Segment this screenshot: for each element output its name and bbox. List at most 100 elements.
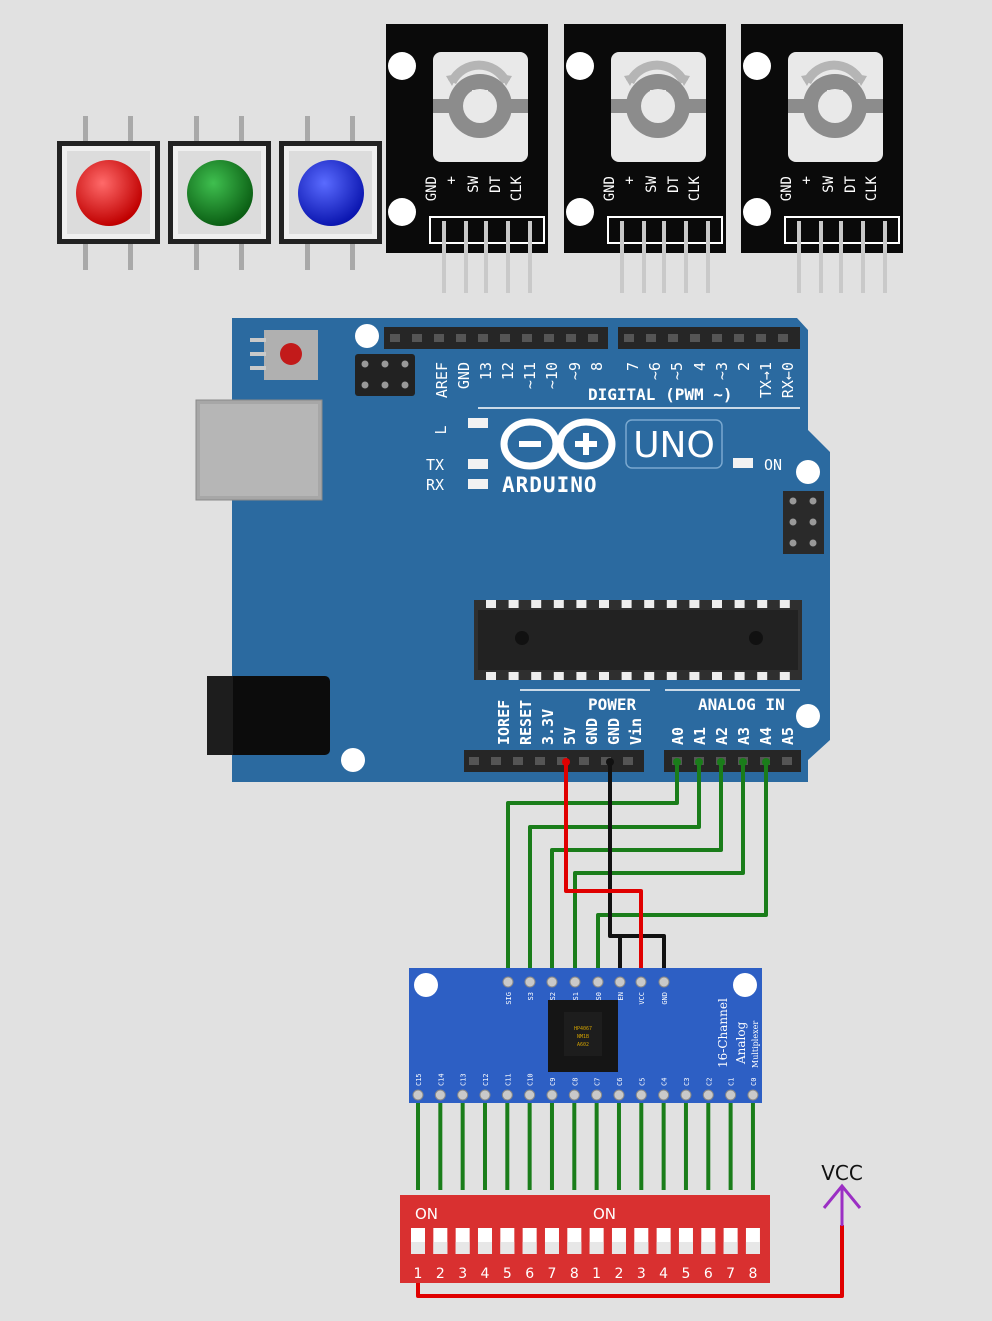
- dip-number: 8: [570, 1266, 579, 1282]
- encoder-pin-label: SW: [466, 175, 482, 192]
- dip-number: 7: [548, 1266, 557, 1282]
- digital-pin-label: 8: [588, 362, 606, 371]
- wire-dip-vcc: [416, 1225, 844, 1298]
- arduino-logo: [500, 418, 616, 470]
- uno-label: UNO: [633, 425, 715, 466]
- icsp-header-top: [355, 354, 415, 396]
- mux-bottom-pin-label: C6: [616, 1078, 624, 1086]
- reset-button[interactable]: [250, 330, 318, 380]
- wire-a3-s1: [573, 762, 745, 980]
- digital-pin-label: ~11: [521, 362, 539, 389]
- mux-to-dip-wires: [416, 1095, 755, 1190]
- encoder-pin-label: +: [799, 176, 815, 184]
- dip-number: 3: [637, 1266, 646, 1282]
- digital-pin-label: 13: [477, 362, 495, 380]
- dip-number: 7: [726, 1266, 735, 1282]
- dip-number: 5: [681, 1266, 690, 1282]
- svg-text:A602: A602: [577, 1042, 589, 1048]
- mux-bottom-pin-label: C0: [750, 1078, 758, 1086]
- mux-top-pin-label: GND: [661, 992, 669, 1005]
- power-pin-label: RESET: [517, 700, 535, 745]
- mux-bottom-pin-label: C3: [683, 1078, 691, 1086]
- mux-bottom-pin-label: C12: [482, 1073, 490, 1086]
- digital-pin-label: ~10: [543, 362, 561, 389]
- mux-top-pin-label: SIG: [505, 992, 513, 1005]
- dip-on-label-2: ON: [593, 1205, 616, 1223]
- mux-top-pin-label: VCC: [638, 992, 646, 1005]
- vcc-symbol: VCC: [821, 1161, 863, 1226]
- digital-headers: [384, 327, 800, 349]
- rx-led: [468, 479, 488, 489]
- mux-bottom-pin-label: C2: [705, 1078, 713, 1086]
- uno-label-box: [625, 419, 723, 469]
- power-pin-label: GND: [583, 718, 601, 745]
- encoder-pin-label: CLK: [864, 175, 880, 201]
- power-pin-label: GND: [605, 718, 623, 745]
- mux-bottom-pin-label: C1: [728, 1078, 736, 1086]
- digital-pin-label: 7: [624, 362, 642, 371]
- tx-led: [468, 459, 488, 469]
- svg-text:NM1B: NM1B: [577, 1034, 589, 1040]
- analog-label: ANALOG IN: [698, 695, 785, 714]
- digital-pin-label: ~6: [646, 362, 664, 380]
- dip-on-label-1: ON: [415, 1205, 438, 1223]
- digital-pin-label: AREF: [433, 362, 451, 398]
- digital-label: DIGITAL (PWM ~): [588, 385, 733, 404]
- pushbutton-red[interactable]: [57, 116, 160, 270]
- rx-label: RX: [426, 476, 444, 494]
- digital-pin-label: RX←0: [779, 362, 797, 398]
- mux-top-pin-label: EN: [617, 992, 625, 1000]
- wire-gnd-en-gnd: [608, 762, 666, 980]
- mux-bottom-pin-label: C4: [661, 1078, 669, 1086]
- mux-chip: HP4067 NM1B A602: [548, 1000, 618, 1072]
- dip-number: 1: [592, 1266, 601, 1282]
- mux-bottom-pin-label: C13: [460, 1073, 468, 1086]
- wire-5v-vcc: [564, 762, 643, 980]
- encoder-pin-label: GND: [602, 176, 618, 201]
- analog-pin-label: A5: [779, 727, 797, 745]
- pushbutton-blue[interactable]: [279, 116, 382, 270]
- analog-pin-label: A2: [713, 727, 731, 745]
- mux-bottom-pin-label: C5: [638, 1078, 646, 1086]
- encoder-pin-label: GND: [424, 176, 440, 201]
- atmega-chip: [474, 600, 802, 680]
- mounting-hole: [796, 704, 820, 728]
- pushbutton-green[interactable]: [168, 116, 271, 270]
- encoder-pin-label: +: [622, 176, 638, 184]
- encoder-pin-label: SW: [644, 175, 660, 192]
- wire-a2-s2: [550, 762, 723, 980]
- encoder-pin-label: +: [444, 176, 460, 184]
- mux-bottom-pin-label: C10: [527, 1073, 535, 1086]
- icsp-header-right: [783, 491, 824, 554]
- arduino-brand: ARDUINO: [502, 473, 598, 497]
- dip-number: 4: [659, 1266, 668, 1282]
- mux-title-line3: Multiplexer: [751, 1021, 760, 1068]
- dip-number: 6: [704, 1266, 713, 1282]
- wire-a0-sig: [506, 762, 679, 980]
- dip-number: 3: [458, 1266, 467, 1282]
- tx-label: TX: [426, 456, 444, 474]
- analog-header: [664, 750, 801, 772]
- analog-pin-label: A0: [669, 727, 687, 745]
- digital-pin-label: GND: [455, 362, 473, 389]
- dip-number: 2: [436, 1266, 445, 1282]
- digital-pin-label: 4: [691, 362, 709, 371]
- encoder-pin-label: DT: [488, 175, 504, 192]
- encoder-pin-label: SW: [821, 175, 837, 192]
- mux-title-line2: Analog: [734, 1021, 748, 1065]
- svg-text:HP4067: HP4067: [574, 1026, 592, 1032]
- digital-pin-label: TX→1: [757, 362, 775, 398]
